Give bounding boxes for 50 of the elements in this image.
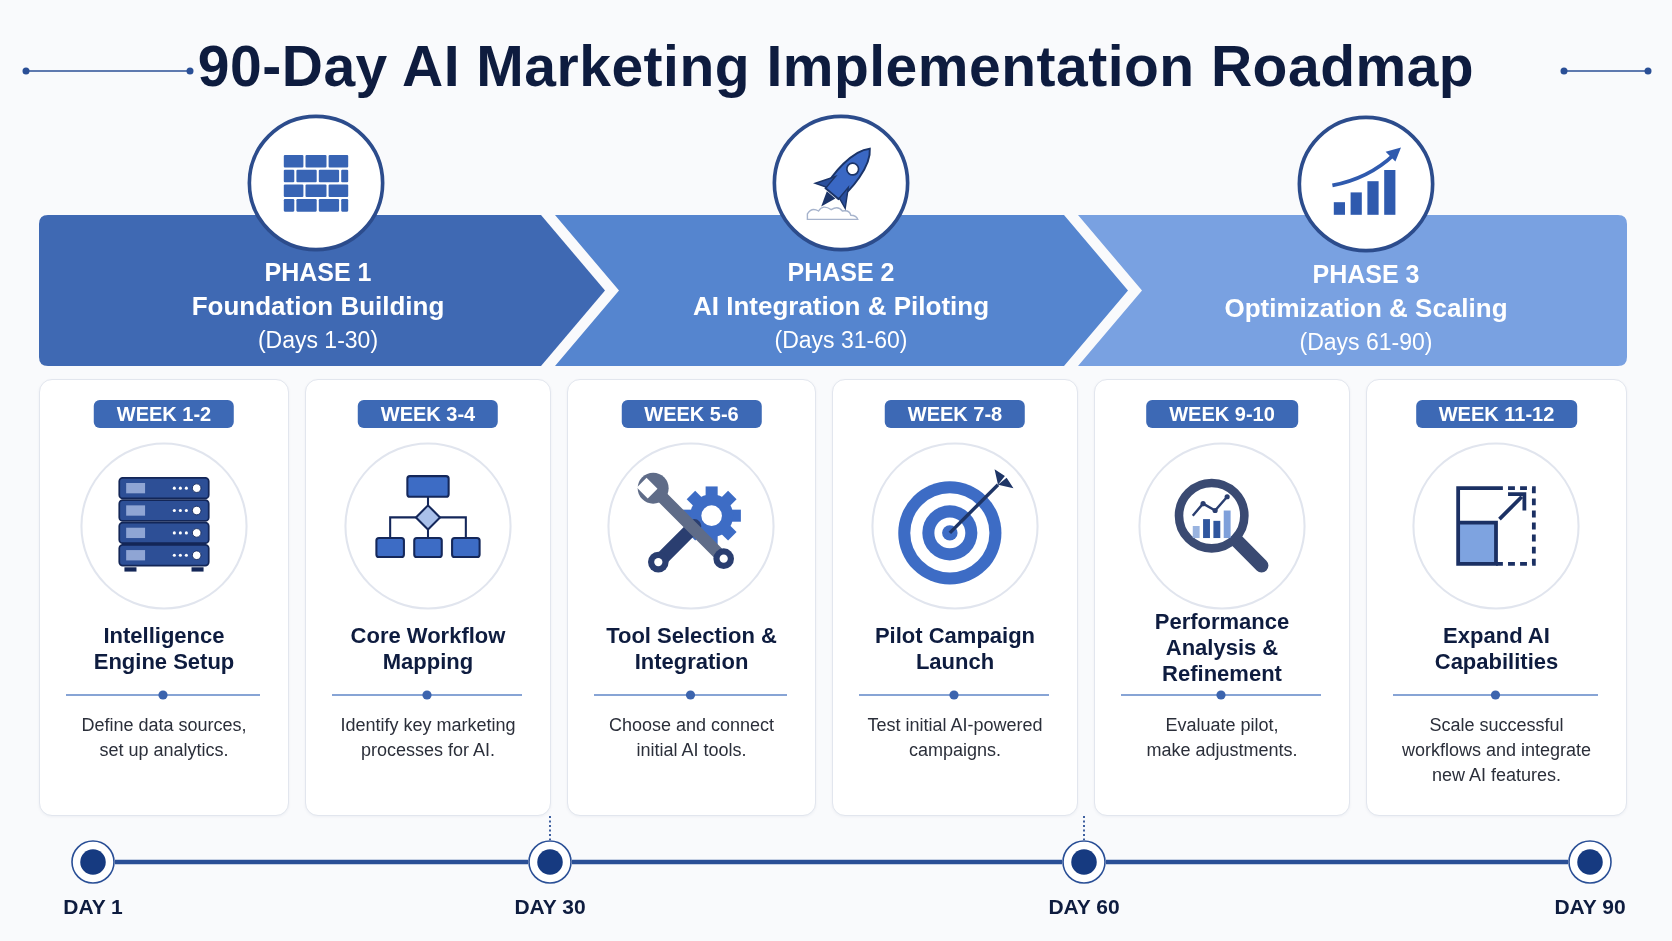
phase-days: (Days 61-90)	[1299, 325, 1433, 359]
phase-days: (Days 1-30)	[257, 323, 379, 357]
step-description: Define data sources, set up analytics.	[80, 714, 248, 762]
dotted-guide-line	[549, 815, 551, 841]
step-title: Tool Selection & Integration	[605, 623, 778, 675]
day-label: DAY 1	[63, 894, 123, 920]
phase-number: PHASE 3	[1312, 259, 1420, 290]
dotted-guide-line	[1083, 815, 1085, 841]
day-label: DAY 30	[514, 894, 586, 920]
day-label: DAY 90	[1554, 894, 1626, 920]
week-card	[1366, 379, 1627, 816]
week-card	[305, 379, 551, 816]
week-card	[567, 379, 816, 816]
step-description: Choose and connect initial AI tools.	[607, 714, 776, 762]
week-badge: WEEK 11-12	[1415, 400, 1578, 428]
week-badge: WEEK 9-10	[1146, 400, 1298, 428]
phase-name: AI Integration & Piloting	[692, 290, 990, 323]
timeline-line	[115, 859, 528, 865]
step-description: Evaluate pilot, make adjustments.	[1145, 714, 1299, 762]
week-badge: WEEK 3-4	[357, 400, 499, 428]
week-badge: WEEK 7-8	[884, 400, 1026, 428]
week-badge: WEEK 5-6	[621, 400, 762, 428]
step-description: Test initial AI-powered campaigns.	[866, 714, 1044, 762]
timeline-marker	[528, 840, 572, 884]
step-title: Performance Analysis & Refinement	[1153, 609, 1291, 687]
day-label: DAY 60	[1048, 894, 1120, 920]
phase-name: Optimization & Scaling	[1224, 292, 1508, 325]
step-title: Expand AI Capabilities	[1433, 623, 1560, 675]
week-card	[832, 379, 1078, 816]
phase-band	[555, 215, 1128, 366]
phase-name: Foundation Building	[191, 290, 445, 323]
timeline-line	[1106, 859, 1568, 865]
timeline-marker	[71, 840, 115, 884]
week-badge: WEEK 1-2	[93, 400, 235, 428]
step-title: Intelligence Engine Setup	[92, 623, 236, 675]
step-description: Identify key marketing processes for AI.	[339, 714, 517, 762]
phase-number: PHASE 1	[264, 257, 372, 288]
timeline-line	[572, 859, 1062, 865]
phase-band	[39, 215, 605, 366]
week-card	[39, 379, 289, 816]
step-title: Pilot Campaign Launch	[873, 623, 1037, 675]
step-description: Scale successful workflows and integrate new AI features.	[1400, 714, 1593, 787]
step-title: Core Workflow Mapping	[349, 623, 507, 675]
page-title: 90-Day AI Marketing Implementation Roadmap	[197, 33, 1475, 99]
phase-number: PHASE 2	[787, 257, 895, 288]
phase-days: (Days 31-60)	[774, 323, 908, 357]
phase-band	[1078, 215, 1627, 366]
timeline-marker	[1062, 840, 1106, 884]
timeline-marker	[1568, 840, 1612, 884]
week-card	[1094, 379, 1350, 816]
